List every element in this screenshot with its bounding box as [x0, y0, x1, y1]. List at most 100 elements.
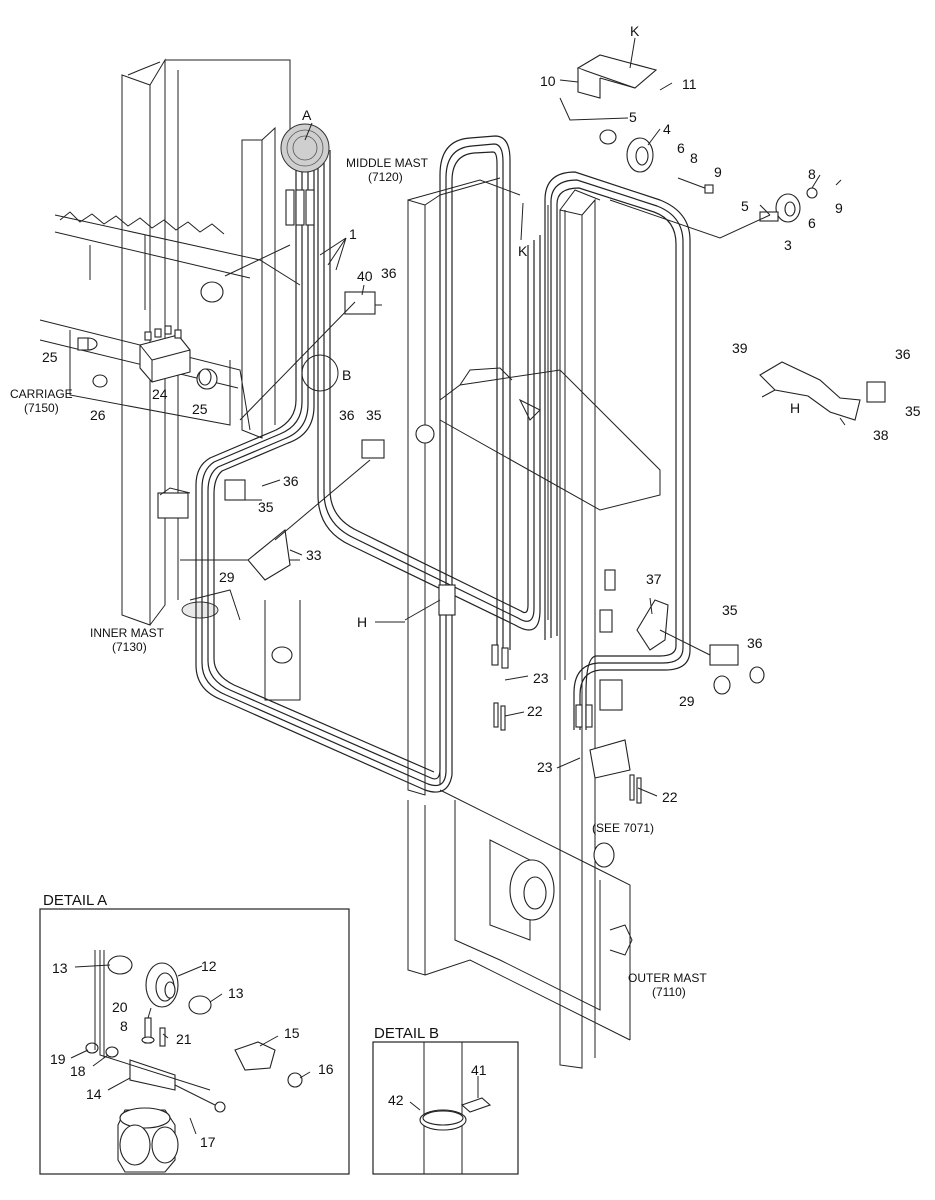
callout-39: 39	[732, 340, 748, 356]
callout-40: 40	[357, 268, 373, 284]
callout-5-right: 5	[741, 198, 749, 214]
bracket-k	[576, 54, 658, 99]
callout-K-mast: K	[518, 243, 528, 259]
callout-25-left: 25	[42, 349, 58, 365]
clamp-35-right	[866, 381, 886, 403]
fitting-25-left	[77, 337, 98, 351]
clamp-35-lower-right	[709, 644, 739, 666]
callout-36-upper-right: 36	[895, 346, 911, 362]
callout-23-lower: 23	[537, 759, 553, 775]
callout-A: A	[302, 107, 312, 123]
callout-10: 10	[540, 73, 556, 89]
callout-29-left: 29	[219, 569, 235, 585]
outer-mast-title: OUTER MAST	[628, 971, 707, 985]
callout-H-mast: H	[357, 614, 367, 630]
callout-4: 4	[663, 121, 671, 137]
callout-36-left: 36	[283, 473, 299, 489]
hose-loop-left	[195, 150, 453, 793]
callout-35-left: 35	[258, 499, 274, 515]
callout-26: 26	[90, 407, 106, 423]
callout-16: 16	[318, 1061, 334, 1077]
hose-loop-middle	[317, 150, 541, 631]
bolts-22-lower	[629, 774, 642, 804]
shaft-5-top	[599, 129, 617, 145]
callout-12: 12	[201, 958, 217, 974]
shaft-5-right	[759, 211, 779, 222]
outer-mast-code: (7110)	[652, 985, 686, 999]
callout-37: 37	[646, 571, 662, 587]
hose-fittings-bottom	[491, 644, 623, 728]
callout-9-top: 9	[714, 164, 722, 180]
bolts-22-mid	[493, 702, 506, 731]
callout-15: 15	[284, 1025, 300, 1041]
leader-lines	[224, 37, 846, 797]
callout-25-right: 25	[192, 401, 208, 417]
clamp-35-mid	[361, 439, 385, 459]
hose-loop-top-inner	[439, 135, 511, 650]
detail-b-marker	[301, 354, 339, 392]
callout-8-detail-a: 8	[120, 1018, 128, 1034]
detail-a-panel	[39, 908, 350, 1175]
bracket-37	[636, 599, 669, 651]
callout-38: 38	[873, 427, 889, 443]
carriage-title: CARRIAGE	[10, 387, 73, 401]
inner-mast-title: INNER MAST	[90, 626, 165, 640]
sheave-4	[626, 137, 654, 173]
callout-21: 21	[176, 1031, 192, 1047]
callout-K-top: K	[630, 23, 640, 39]
callout-8-top: 8	[690, 150, 698, 166]
fitting-25-right	[198, 368, 212, 386]
callout-11: 11	[682, 76, 697, 92]
callout-33: 33	[306, 547, 322, 563]
callout-3: 3	[784, 237, 792, 253]
carriage-code: (7150)	[24, 401, 59, 415]
callout-9-right: 9	[835, 200, 843, 216]
detail-b-panel	[372, 1041, 519, 1175]
callout-35-mid: 35	[366, 407, 382, 423]
callout-14: 14	[86, 1086, 102, 1102]
callout-35-lower-right: 35	[722, 602, 738, 618]
detail-b-title: DETAIL B	[374, 1025, 439, 1042]
callout-18: 18	[70, 1063, 86, 1079]
bracket-33	[247, 528, 291, 581]
nut-6-right	[806, 187, 818, 199]
callout-20: 20	[112, 999, 128, 1015]
callout-13-left: 13	[52, 960, 68, 976]
fitting-26	[92, 374, 108, 388]
callout-5-top: 5	[629, 109, 637, 125]
callout-42: 42	[388, 1092, 404, 1108]
inner-mast-code: (7130)	[112, 640, 147, 654]
inner-mast	[121, 58, 301, 701]
clamp-35-left	[224, 479, 246, 501]
callout-35-upper-right: 35	[905, 403, 921, 419]
callout-36-lower-right: 36	[747, 635, 763, 651]
sheave-cluster-a	[280, 123, 330, 226]
valve-block	[139, 325, 191, 383]
callout-22-lower: 22	[662, 789, 678, 805]
callout-1: 1	[349, 226, 357, 242]
bolt-29-lower-right	[713, 675, 731, 695]
middle-mast	[407, 177, 661, 796]
bracket-38	[759, 361, 861, 421]
bolt-9-top	[677, 177, 714, 194]
callout-6-top: 6	[677, 140, 685, 156]
bolt-36-lower-right	[749, 666, 765, 684]
callout-24: 24	[152, 386, 168, 402]
callout-13-right: 13	[228, 985, 244, 1001]
callout-labels: A B K K H H 1 3 4 5 5 6 6 8 8 8 9 9 10 1…	[42, 23, 921, 1150]
hose-loop-top-outer	[544, 171, 691, 730]
callout-17: 17	[200, 1134, 216, 1150]
see-reference: (SEE 7071)	[592, 821, 654, 835]
callout-22-mid: 22	[527, 703, 543, 719]
callout-29-right: 29	[679, 693, 695, 709]
bracket-lower-right-plate	[589, 739, 631, 779]
callout-23-mid: 23	[533, 670, 549, 686]
middle-mast-code: (7120)	[368, 170, 403, 184]
callout-B: B	[342, 367, 351, 383]
callout-H-bracket: H	[790, 400, 800, 416]
clamp-40	[344, 291, 376, 315]
sheave-3	[775, 193, 801, 223]
outer-mast	[407, 189, 633, 1069]
